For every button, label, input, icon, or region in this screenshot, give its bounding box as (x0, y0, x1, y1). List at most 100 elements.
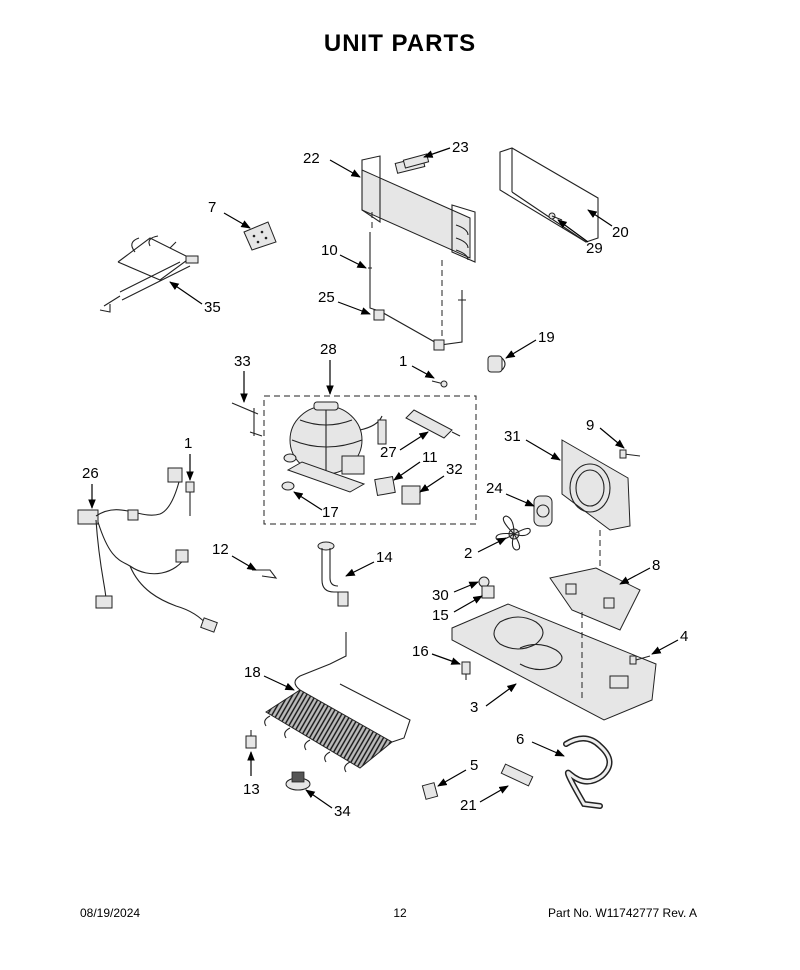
callout-3[interactable]: 3 (470, 683, 517, 716)
part-19-clip (487, 355, 506, 373)
svg-text:13: 13 (243, 781, 260, 798)
svg-text:1: 1 (184, 435, 192, 452)
callout-1-upper[interactable]: 1 (399, 353, 435, 379)
part-27-drier (405, 409, 461, 439)
callout-6[interactable]: 6 (516, 731, 565, 757)
part-6-hose-inner (564, 737, 611, 808)
callout-23[interactable]: 23 (423, 139, 469, 158)
page-title: UNIT PARTS (323, 30, 477, 57)
callout-8[interactable]: 8 (619, 557, 660, 585)
part-12-clip (252, 569, 278, 579)
callout-29[interactable]: 29 (557, 219, 603, 257)
callout-35[interactable]: 35 (169, 281, 221, 316)
callout-10[interactable]: 10 (321, 242, 367, 269)
footer-page-number: 12 (393, 906, 407, 920)
callout-24[interactable]: 24 (486, 480, 535, 507)
part-8-bracket (549, 567, 641, 631)
part-2-fan-blade (495, 515, 531, 551)
footer-date: 08/19/2024 (80, 906, 141, 920)
part-13-clip (245, 730, 257, 749)
callout-14[interactable]: 14 (345, 549, 393, 577)
part-18-coil (264, 632, 411, 773)
callouts: 22 23 7 20 29 10 35 25 (82, 139, 688, 820)
callout-28[interactable]: 28 (320, 341, 337, 395)
callout-33[interactable]: 33 (234, 353, 251, 403)
svg-text:10: 10 (321, 242, 338, 259)
svg-text:12: 12 (212, 541, 229, 558)
svg-text:24: 24 (486, 480, 503, 497)
callout-18[interactable]: 18 (244, 664, 295, 691)
part-26-wiring-harness (77, 467, 218, 633)
part-15-grommet (481, 585, 495, 599)
svg-text:20: 20 (612, 224, 629, 241)
part-16-screw (461, 661, 471, 680)
svg-text:18: 18 (244, 664, 261, 681)
part-5-sleeve (421, 782, 439, 800)
callout-25[interactable]: 25 (318, 289, 371, 315)
callout-15[interactable]: 15 (432, 595, 483, 624)
callout-17[interactable]: 17 (293, 491, 339, 521)
svg-text:31: 31 (504, 428, 521, 445)
part-33-tube (231, 402, 263, 437)
part-22-condenser (361, 155, 476, 263)
callout-7[interactable]: 7 (208, 199, 251, 229)
svg-text:1: 1 (399, 353, 407, 370)
svg-text:5: 5 (470, 757, 478, 774)
callout-30[interactable]: 30 (432, 581, 479, 604)
callout-19[interactable]: 19 (505, 329, 555, 359)
part-3-base-plate (451, 603, 657, 721)
callout-13[interactable]: 13 (243, 751, 260, 798)
part-25-tube-assembly (373, 260, 466, 351)
svg-text:11: 11 (422, 449, 438, 466)
svg-text:2: 2 (464, 545, 472, 562)
part-10-tube (368, 212, 383, 313)
part-32-overload (401, 485, 421, 505)
callout-27[interactable]: 27 (380, 431, 429, 461)
svg-text:7: 7 (208, 199, 216, 216)
svg-text:32: 32 (446, 461, 463, 478)
svg-text:3: 3 (470, 699, 478, 716)
callout-9[interactable]: 9 (586, 417, 625, 449)
callout-34[interactable]: 34 (305, 789, 351, 820)
part-7-plate (243, 221, 277, 251)
svg-text:29: 29 (586, 240, 603, 257)
part-1-screw-upper (431, 380, 448, 388)
part-28-compressor (281, 401, 387, 493)
callout-21[interactable]: 21 (460, 785, 509, 814)
callout-20[interactable]: 20 (587, 209, 629, 241)
part-23-clip (402, 153, 430, 169)
svg-text:6: 6 (516, 731, 524, 748)
part-11-relay (374, 475, 396, 497)
callout-2[interactable]: 2 (464, 537, 507, 562)
svg-text:19: 19 (538, 329, 555, 346)
callout-26[interactable]: 26 (82, 465, 99, 509)
svg-text:21: 21 (460, 797, 477, 814)
callout-16[interactable]: 16 (412, 643, 461, 665)
callout-32[interactable]: 32 (419, 461, 463, 493)
svg-text:16: 16 (412, 643, 429, 660)
svg-text:23: 23 (452, 139, 469, 156)
part-34-thermostat (285, 771, 311, 791)
callout-31[interactable]: 31 (504, 428, 561, 461)
callout-1-lower[interactable]: 1 (184, 435, 194, 481)
part-24-fan-motor (533, 495, 553, 527)
callout-12[interactable]: 12 (212, 541, 257, 571)
part-35-wire-bracket (99, 235, 199, 313)
svg-text:22: 22 (303, 150, 320, 167)
svg-text:34: 34 (334, 803, 351, 820)
part-1-screw-lower (185, 481, 195, 516)
callout-5[interactable]: 5 (437, 757, 478, 787)
compressor-group-outline (263, 395, 477, 525)
footer-part-number: Part No. W11742777 Rev. A (548, 906, 697, 920)
svg-text:8: 8 (652, 557, 660, 574)
svg-text:15: 15 (432, 607, 449, 624)
part-31-fan-shroud (561, 439, 631, 531)
svg-text:33: 33 (234, 353, 251, 370)
svg-text:30: 30 (432, 587, 449, 604)
svg-text:25: 25 (318, 289, 335, 306)
svg-text:27: 27 (380, 444, 397, 461)
callout-11[interactable]: 11 (393, 449, 438, 481)
callout-4[interactable]: 4 (651, 628, 688, 655)
callout-22[interactable]: 22 (303, 150, 361, 178)
